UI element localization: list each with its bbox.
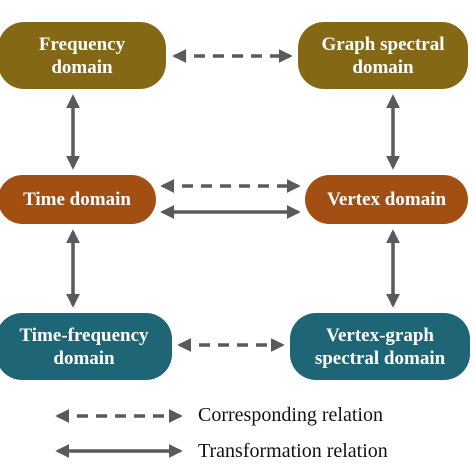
graph-spectral-domain-node: Graph spectral domain xyxy=(298,22,468,89)
frequency-domain-node: Frequency domain xyxy=(0,22,166,89)
time-domain-label: Time domain xyxy=(23,189,131,210)
legend-transformation-label: Transformation relation xyxy=(198,440,388,462)
legend-corresponding-label: Corresponding relation xyxy=(198,404,383,426)
graph-spectral-domain-label-line1: Graph spectral xyxy=(321,33,445,55)
vertex-domain-label: Vertex domain xyxy=(326,189,447,210)
graph-spectral-domain-label-line2: domain xyxy=(352,56,414,78)
time-frequency-domain-label-line2: domain xyxy=(53,347,115,369)
vertex-graph-spectral-domain-label-line2: spectral domain xyxy=(314,347,446,369)
time-frequency-domain-label-line1: Time-frequency xyxy=(19,324,149,346)
time-domain-node: Time domain xyxy=(0,175,156,224)
frequency-domain-label-line1: Frequency xyxy=(38,33,126,55)
time-frequency-domain-node: Time-frequency domain xyxy=(0,313,172,380)
vertex-graph-spectral-domain-label-line1: Vertex-graph xyxy=(325,324,434,346)
vertex-graph-spectral-domain-node: Vertex-graph spectral domain xyxy=(290,313,470,380)
frequency-domain-label-line2: domain xyxy=(51,56,113,78)
vertex-domain-node: Vertex domain xyxy=(305,175,468,224)
